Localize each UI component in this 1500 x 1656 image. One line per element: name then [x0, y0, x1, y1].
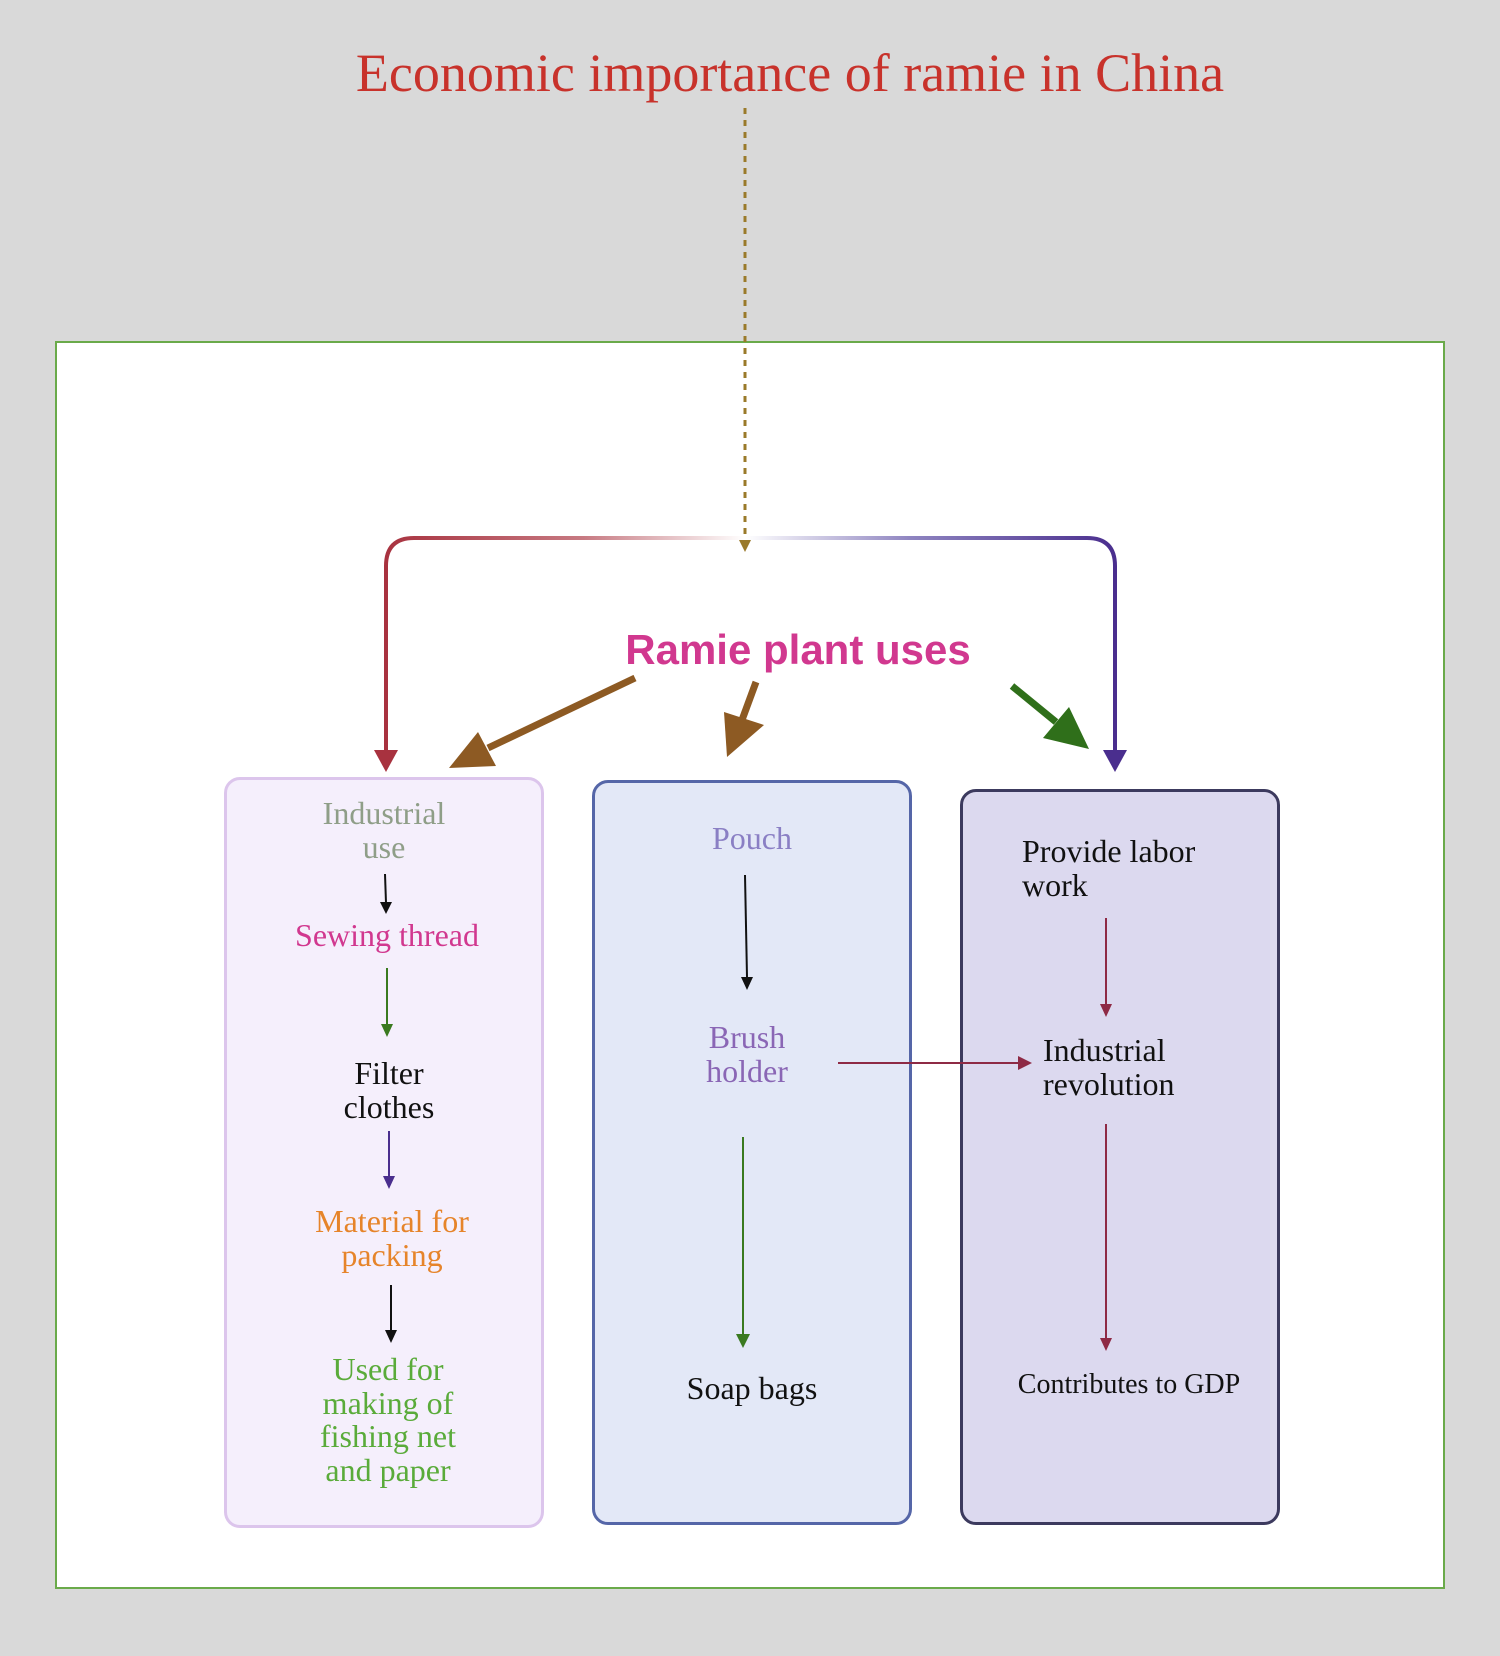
- col2-arrow-1-head: [741, 977, 753, 990]
- col1-arrow-2-head: [381, 1024, 393, 1037]
- branch-left-arrowhead: [374, 750, 398, 772]
- cross-arrow-head: [1018, 1056, 1032, 1070]
- node-soap-bags: Soap bags: [686, 1370, 818, 1406]
- diagram-title: Economic importance of ramie in China: [355, 43, 1225, 103]
- hub-arrow-middle-head: [724, 712, 764, 757]
- node-pouch: Pouch: [712, 820, 792, 856]
- col2-arrow-2-head: [736, 1334, 750, 1348]
- hub-arrow-middle-line: [738, 680, 760, 722]
- col1-arrow-1: [384, 873, 387, 904]
- col3-arrow-1-head: [1100, 1004, 1112, 1017]
- branch-left-line: [384, 536, 745, 756]
- hub-arrow-right-head: [1043, 707, 1089, 749]
- hub-arrow-left-head: [449, 732, 496, 768]
- branch-right-arrowhead: [1103, 750, 1127, 772]
- column-pouch: [592, 780, 912, 1525]
- col2-arrow-1: [744, 874, 748, 978]
- node-sewing-thread: Sewing thread: [295, 917, 479, 953]
- col3-arrow-2-head: [1100, 1338, 1112, 1351]
- col1-arrow-3-head: [383, 1176, 395, 1189]
- hub-arrow-right-line: [1009, 683, 1059, 725]
- node-contributes-to-gdp: Contributes to GDP: [1017, 1369, 1241, 1400]
- column-labor: [960, 789, 1280, 1525]
- branch-right-line: [745, 536, 1117, 756]
- col1-arrow-1-head: [380, 902, 392, 914]
- hub-arrow-left-line: [486, 674, 637, 752]
- col1-arrow-4-head: [385, 1330, 397, 1343]
- hub-label: Ramie plant uses: [625, 626, 971, 673]
